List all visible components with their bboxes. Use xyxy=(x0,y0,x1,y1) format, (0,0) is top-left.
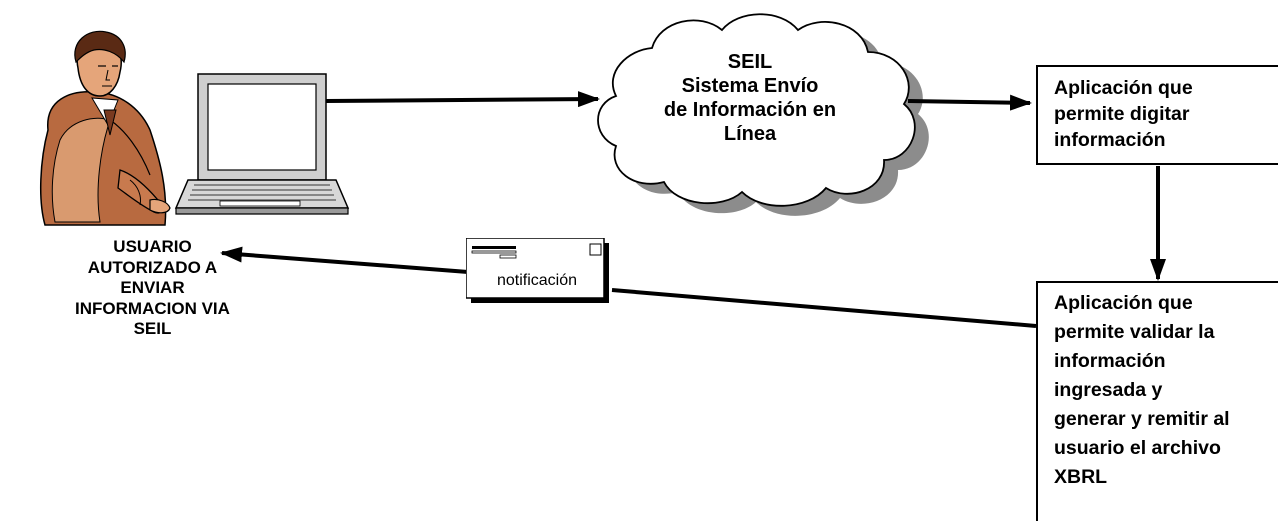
box-validar: Aplicación que permite validar la inform… xyxy=(1036,281,1278,521)
box-validar-text: Aplicación que permite validar la inform… xyxy=(1054,292,1230,488)
box-digitar: Aplicación que permite digitar informaci… xyxy=(1036,65,1278,165)
laptop-icon xyxy=(174,73,350,215)
arrow-envelope-to-user xyxy=(220,246,469,274)
arrow-box-to-envelope xyxy=(611,288,1037,328)
cloud-shape xyxy=(597,13,916,207)
box-digitar-text: Aplicación que permite digitar informaci… xyxy=(1054,77,1193,151)
envelope-icon: notificación xyxy=(465,237,610,304)
envelope-graphic xyxy=(465,237,609,303)
user-label-text: USUARIO AUTORIZADO A ENVIAR INFORMACION … xyxy=(75,237,230,338)
arrow-laptop-to-cloud xyxy=(325,91,600,108)
user-label: USUARIO AUTORIZADO A ENVIAR INFORMACION … xyxy=(60,237,245,340)
user-figure-icon xyxy=(39,30,171,226)
notification-label: notificación xyxy=(496,272,578,289)
cloud-label: SEIL Sistema Envío de Información en Lín… xyxy=(600,50,900,146)
cloud-label-text: SEIL Sistema Envío de Información en Lín… xyxy=(663,51,837,145)
arrow-cloud-to-box xyxy=(907,94,1032,111)
